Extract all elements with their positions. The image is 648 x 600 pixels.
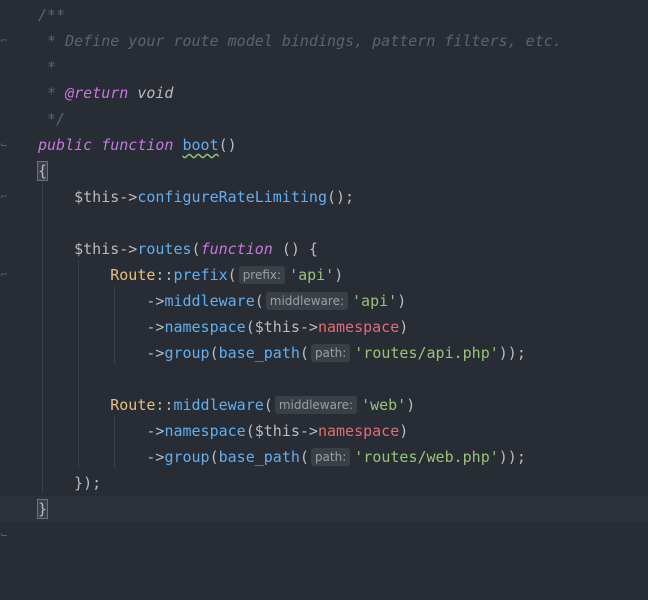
arrow-operator: -> (119, 188, 138, 206)
prefix-param-hint: prefix: (238, 266, 286, 284)
doc-return-tag: @return (65, 84, 129, 102)
doc-comment-star: * (38, 58, 57, 76)
code-line[interactable]: ->group(base_path(path:'routes/api.php')… (146, 344, 526, 362)
path-value: 'routes/web.php' (354, 448, 499, 466)
fold-marker-icon[interactable]: ⌐ (0, 268, 8, 281)
code-line[interactable]: ⌐ { (0, 158, 648, 203)
close-brace: } (36, 499, 49, 519)
closure-function-keyword: function (200, 240, 273, 258)
path-value: 'routes/api.php' (354, 344, 499, 362)
middleware-call[interactable]: middleware (173, 396, 264, 414)
code-line[interactable]: ->namespace($this->namespace) (146, 422, 409, 440)
indent-guide (78, 260, 79, 468)
middleware-param-hint: middleware: (274, 396, 358, 414)
code-line[interactable]: Route::prefix(prefix:'api') (110, 266, 344, 284)
group-call[interactable]: group (164, 344, 210, 362)
this-variable: $this (254, 422, 300, 440)
middleware-value: 'api' (352, 292, 398, 310)
editor-gutter[interactable] (0, 0, 30, 522)
fold-marker-icon[interactable]: ⌙ (0, 528, 8, 541)
call-end: )); (498, 344, 526, 362)
method-parens: () (218, 136, 237, 154)
code-line[interactable]: $this->configureRateLimiting(); (0, 184, 648, 210)
path-param-hint: path: (310, 448, 351, 466)
code-line[interactable]: ⌙ */ (0, 106, 648, 151)
method-name[interactable]: boot (182, 136, 219, 154)
indent-guide (42, 182, 43, 494)
doc-comment-open: /** (38, 6, 66, 24)
visibility-keyword: public (38, 136, 93, 154)
closure-tail: () { (272, 240, 318, 258)
code-line[interactable]: * Define your route model bindings, patt… (0, 28, 648, 54)
code-line[interactable]: ->group(base_path(path:'routes/web.php')… (146, 448, 526, 466)
prefix-value: 'api' (289, 266, 335, 284)
code-line[interactable]: ⌙ }); (0, 470, 648, 515)
group-call[interactable]: group (164, 448, 210, 466)
fold-marker-icon[interactable]: ⌐ (0, 34, 8, 47)
base-path-call[interactable]: base_path (218, 448, 300, 466)
fold-marker-icon[interactable]: ⌙ (0, 138, 8, 151)
code-line[interactable]: ->namespace($this->namespace) (146, 318, 409, 336)
fold-marker-icon[interactable]: ⌐ (0, 190, 8, 203)
path-param-hint: path: (310, 344, 351, 362)
call-tail: (); (327, 188, 355, 206)
doc-comment-prefix: * (38, 84, 66, 102)
open-paren: ( (191, 240, 201, 258)
namespace-call[interactable]: namespace (164, 318, 246, 336)
indent-guide (114, 416, 115, 468)
code-line[interactable]: * @return void (0, 80, 648, 106)
middleware-param-hint: middleware: (265, 292, 349, 310)
middleware-call[interactable]: middleware (164, 292, 255, 310)
route-class[interactable]: Route (110, 266, 156, 284)
configure-rate-limiting-call[interactable]: configureRateLimiting (137, 188, 327, 206)
middleware-value: 'web' (361, 396, 407, 414)
closure-end: }); (74, 474, 102, 492)
static-separator: :: (155, 396, 174, 414)
namespace-property: namespace (317, 318, 400, 336)
code-line-empty[interactable] (0, 366, 648, 392)
this-variable: $this (254, 318, 300, 336)
prefix-call[interactable]: prefix (173, 266, 228, 284)
call-end: )); (498, 448, 526, 466)
code-line[interactable]: Route::middleware(middleware:'web') (110, 396, 416, 414)
code-line-empty[interactable] (0, 210, 648, 236)
code-line[interactable]: ⌐ /** (0, 2, 648, 47)
code-editor[interactable]: ⌐ /** * Define your route model bindings… (0, 0, 648, 541)
indent-guide (114, 286, 115, 364)
doc-comment-description: * Define your route model bindings, patt… (38, 32, 562, 50)
code-line[interactable]: ⌐ $this->routes(function () { (0, 236, 648, 281)
arrow-operator: -> (119, 240, 138, 258)
open-brace: { (36, 161, 49, 181)
routes-call[interactable]: routes (137, 240, 192, 258)
base-path-call[interactable]: base_path (218, 344, 300, 362)
namespace-property: namespace (317, 422, 400, 440)
code-line[interactable]: ->middleware(middleware:'api') (146, 292, 407, 310)
route-class[interactable]: Route (110, 396, 156, 414)
code-line[interactable]: * (0, 54, 648, 80)
doc-return-type: void (128, 84, 174, 102)
static-separator: :: (155, 266, 174, 284)
doc-comment-close: */ (38, 110, 66, 128)
code-line[interactable]: public function boot() (0, 132, 648, 158)
namespace-call[interactable]: namespace (164, 422, 246, 440)
this-variable: $this (74, 188, 120, 206)
this-variable: $this (74, 240, 120, 258)
code-line-current[interactable]: ⌙ } (0, 496, 648, 541)
function-keyword: function (101, 136, 174, 154)
